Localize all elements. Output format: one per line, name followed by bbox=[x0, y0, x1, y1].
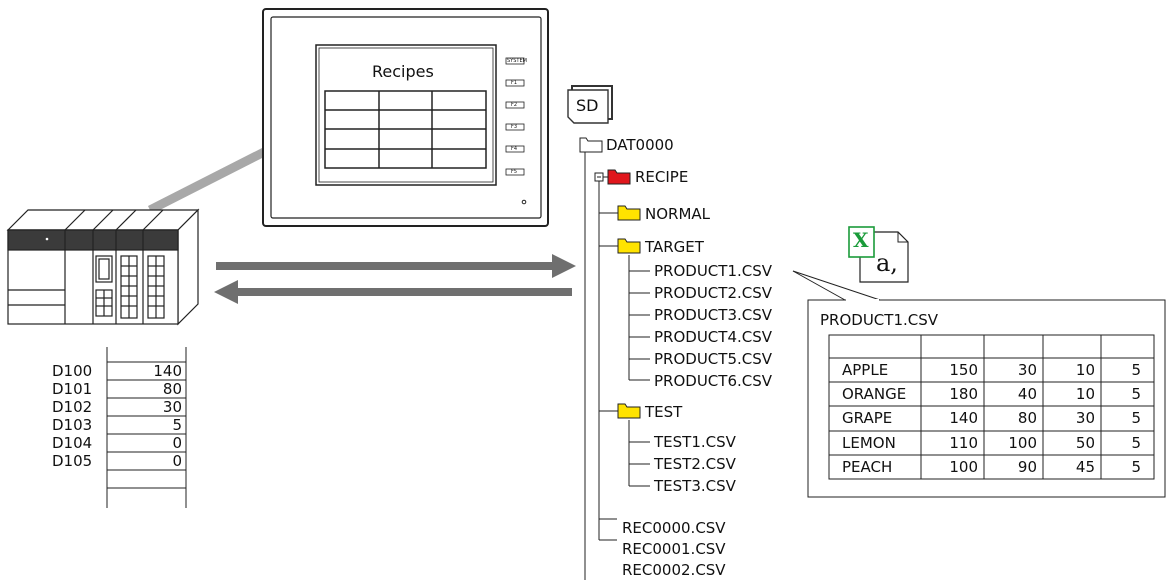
folder-icon-dat0000 bbox=[579, 137, 603, 153]
plc-indicator bbox=[45, 237, 49, 241]
arrow-to-sd bbox=[216, 254, 576, 278]
hmi-recipe-grid bbox=[324, 90, 487, 169]
csv-cell-value: 45 bbox=[1075, 458, 1095, 476]
hmi-key-f3-label[interactable]: F3 bbox=[511, 124, 518, 130]
hmi-device bbox=[262, 8, 549, 227]
csv-cell-value: 180 bbox=[949, 385, 978, 403]
register-name: D101 bbox=[52, 380, 93, 398]
sd-card-icon bbox=[567, 85, 613, 124]
arrow-from-sd bbox=[214, 280, 572, 304]
csv-cell-value: 80 bbox=[1017, 409, 1037, 427]
folder-icon-test bbox=[617, 403, 641, 419]
tree-normal-label[interactable]: NORMAL bbox=[645, 205, 711, 223]
tree-file-product5[interactable]: PRODUCT5.CSV bbox=[654, 350, 773, 368]
tree-test-label[interactable]: TEST bbox=[645, 403, 683, 421]
excel-badge-icon: X bbox=[853, 228, 869, 252]
csv-cell-value: 10 bbox=[1075, 385, 1095, 403]
hmi-key-system-label[interactable]: SYSTEM bbox=[507, 58, 527, 64]
folder-icon-recipe bbox=[607, 169, 631, 185]
hmi-key-f4-label[interactable]: F4 bbox=[511, 146, 518, 152]
tree-file-rec0001[interactable]: REC0001.CSV bbox=[622, 540, 726, 558]
tree-connectors bbox=[584, 152, 650, 580]
csv-cell-value: 5 bbox=[1131, 361, 1141, 379]
csv-cell-value: 10 bbox=[1075, 361, 1095, 379]
expand-box-icon bbox=[594, 172, 608, 182]
csv-cell-value: 140 bbox=[949, 409, 978, 427]
tree-file-product6[interactable]: PRODUCT6.CSV bbox=[654, 372, 773, 390]
register-value: 5 bbox=[172, 416, 182, 434]
folder-icon-normal bbox=[617, 205, 641, 221]
csv-cell-name: GRAPE bbox=[842, 409, 893, 427]
tree-file-rec0000[interactable]: REC0000.CSV bbox=[622, 519, 726, 537]
tree-file-test2[interactable]: TEST2.CSV bbox=[654, 455, 736, 473]
csv-cell-name: PEACH bbox=[842, 458, 893, 476]
tree-root-label[interactable]: DAT0000 bbox=[606, 136, 674, 154]
sd-card-label: SD bbox=[576, 96, 599, 115]
callout-pointer bbox=[792, 270, 881, 301]
tree-file-test3[interactable]: TEST3.CSV bbox=[654, 477, 736, 495]
folder-icon-target bbox=[617, 238, 641, 254]
register-value: 140 bbox=[153, 362, 182, 380]
hmi-key-f1-label[interactable]: F1 bbox=[511, 80, 518, 86]
csv-cell-value: 40 bbox=[1017, 385, 1037, 403]
register-value: 0 bbox=[172, 434, 182, 452]
register-name: D104 bbox=[52, 434, 93, 452]
csv-cell-value: 5 bbox=[1131, 458, 1141, 476]
register-name: D102 bbox=[52, 398, 93, 416]
hmi-key-f2-label[interactable]: F2 bbox=[511, 102, 518, 108]
tree-file-product4[interactable]: PRODUCT4.CSV bbox=[654, 328, 773, 346]
csv-cell-value: 30 bbox=[1075, 409, 1095, 427]
plc-device bbox=[6, 208, 200, 326]
tree-file-rec0002[interactable]: REC0002.CSV bbox=[622, 561, 726, 579]
hmi-screen-title: Recipes bbox=[372, 62, 434, 81]
csv-cell-value: 100 bbox=[1008, 434, 1037, 452]
csv-cell-value: 5 bbox=[1131, 434, 1141, 452]
csv-cell-value: 5 bbox=[1131, 409, 1141, 427]
csv-cell-name: ORANGE bbox=[842, 385, 907, 403]
register-name: D103 bbox=[52, 416, 93, 434]
csv-cell-value: 100 bbox=[949, 458, 978, 476]
tree-recipe-label[interactable]: RECIPE bbox=[635, 168, 689, 186]
tree-file-product1[interactable]: PRODUCT1.CSV bbox=[654, 262, 773, 280]
csv-cell-name: APPLE bbox=[842, 361, 889, 379]
tree-file-product3[interactable]: PRODUCT3.CSV bbox=[654, 306, 773, 324]
register-value: 30 bbox=[162, 398, 182, 416]
csv-cell-value: 30 bbox=[1017, 361, 1037, 379]
csv-cell-value: 90 bbox=[1017, 458, 1037, 476]
tree-target-label[interactable]: TARGET bbox=[645, 238, 704, 256]
hmi-key-f5-label[interactable]: F5 bbox=[511, 169, 518, 175]
csv-preview-panel bbox=[807, 299, 1166, 498]
excel-glyph-icon: a, bbox=[876, 249, 898, 277]
register-value: 80 bbox=[162, 380, 182, 398]
csv-table-grid bbox=[828, 334, 1155, 480]
register-name: D105 bbox=[52, 452, 93, 470]
csv-preview-title: PRODUCT1.CSV bbox=[820, 311, 939, 329]
tree-file-product2[interactable]: PRODUCT2.CSV bbox=[654, 284, 773, 302]
register-name: D100 bbox=[52, 362, 93, 380]
tree-file-test1[interactable]: TEST1.CSV bbox=[654, 433, 736, 451]
register-table bbox=[106, 347, 187, 508]
csv-cell-name: LEMON bbox=[842, 434, 896, 452]
hmi-function-keys bbox=[505, 57, 525, 176]
csv-cell-value: 110 bbox=[949, 434, 978, 452]
excel-file-icon bbox=[848, 226, 909, 283]
csv-cell-value: 150 bbox=[949, 361, 978, 379]
csv-cell-value: 5 bbox=[1131, 385, 1141, 403]
csv-cell-value: 50 bbox=[1075, 434, 1095, 452]
register-value: 0 bbox=[172, 452, 182, 470]
connection-cable bbox=[147, 145, 271, 215]
